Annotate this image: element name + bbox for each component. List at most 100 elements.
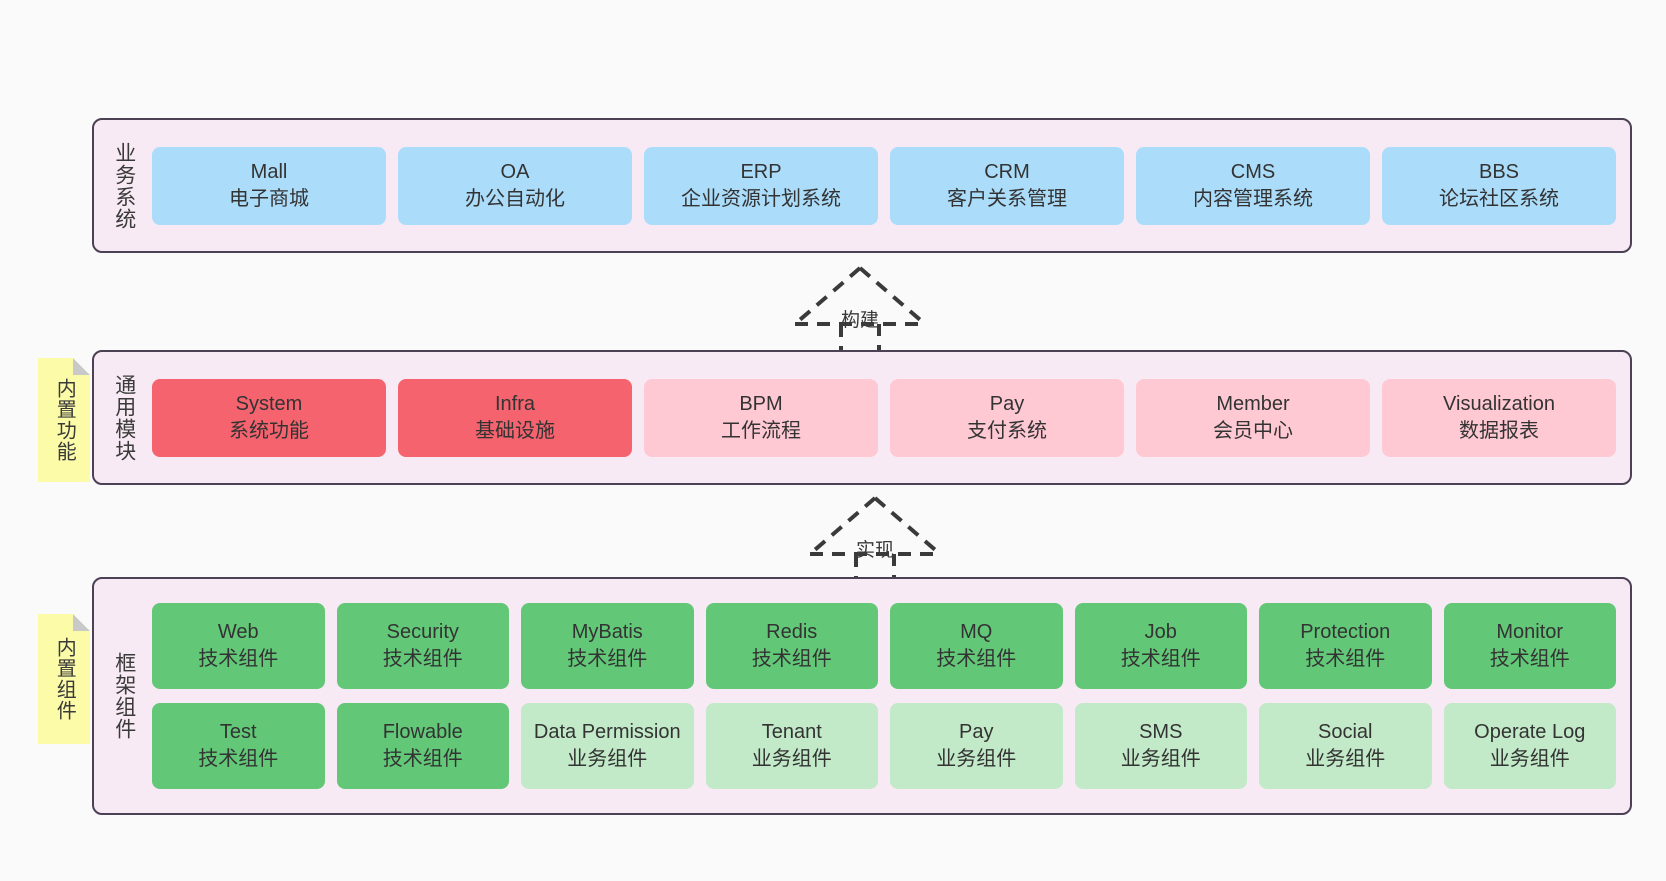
- card-row: Web 技术组件 Security 技术组件 MyBatis 技术组件 Redi…: [152, 603, 1616, 689]
- card-subtitle: 技术组件: [751, 648, 832, 670]
- card-subtitle: 业务组件: [936, 748, 1017, 770]
- card-mall[interactable]: Mall 电子商城: [152, 146, 386, 225]
- card-title: Job: [1144, 621, 1177, 644]
- connector-build-label: 构建: [840, 310, 879, 331]
- card-tenant[interactable]: Tenant 业务组件: [705, 703, 878, 789]
- card-subtitle: 会员中心: [1213, 419, 1293, 442]
- card-mybatis[interactable]: MyBatis 技术组件: [521, 603, 694, 689]
- card-social[interactable]: Social 业务组件: [1259, 703, 1432, 789]
- card-sms[interactable]: SMS 业务组件: [1074, 703, 1247, 789]
- layer-framework-components: 框架组件 Web 技术组件 Security 技术组件 MyBatis 技术组件: [92, 577, 1632, 815]
- card-data-permission[interactable]: Data Permission 业务组件: [521, 703, 694, 789]
- card-title: Data Permission: [533, 721, 681, 744]
- layer-business-systems: 业务系统 Mall 电子商城 OA 办公自动化 ERP 企业资源计划系统 CRM…: [92, 118, 1632, 253]
- card-member[interactable]: Member 会员中心: [1136, 378, 1370, 457]
- card-subtitle: 客户关系管理: [947, 187, 1067, 210]
- card-subtitle: 技术组件: [382, 748, 463, 770]
- card-web[interactable]: Web 技术组件: [152, 603, 325, 689]
- card-subtitle: 技术组件: [198, 748, 279, 770]
- card-subtitle: 技术组件: [382, 648, 463, 670]
- card-subtitle: 企业资源计划系统: [681, 187, 841, 210]
- connector-implement: 实现: [800, 492, 950, 588]
- connector-build: 构建: [785, 262, 935, 358]
- card-visualization[interactable]: Visualization 数据报表: [1382, 378, 1616, 457]
- card-title: System: [235, 392, 303, 415]
- note-builtin-features: 内置功能: [38, 358, 90, 482]
- card-subtitle: 技术组件: [1120, 648, 1201, 670]
- card-rows-wrapper: Web 技术组件 Security 技术组件 MyBatis 技术组件 Redi…: [152, 603, 1616, 789]
- layer-body-framework-components: Web 技术组件 Security 技术组件 MyBatis 技术组件 Redi…: [144, 579, 1630, 813]
- card-subtitle: 基础设施: [475, 419, 555, 442]
- card-test[interactable]: Test 技术组件: [152, 703, 325, 789]
- connector-implement-label: 实现: [855, 540, 894, 561]
- card-subtitle: 技术组件: [198, 648, 279, 670]
- card-protection[interactable]: Protection 技术组件: [1259, 603, 1432, 689]
- card-title: BPM: [739, 392, 783, 415]
- card-mq[interactable]: MQ 技术组件: [890, 603, 1063, 689]
- card-monitor[interactable]: Monitor 技术组件: [1443, 603, 1616, 689]
- card-title: CRM: [984, 160, 1030, 183]
- card-security[interactable]: Security 技术组件: [336, 603, 509, 689]
- card-bbs[interactable]: BBS 论坛社区系统: [1382, 146, 1616, 225]
- card-title: Redis: [766, 621, 818, 644]
- card-title: OA: [500, 160, 530, 183]
- card-subtitle: 支付系统: [967, 419, 1047, 442]
- layer-title-framework-components: 框架组件: [112, 652, 136, 740]
- note-builtin-components: 内置组件: [38, 614, 90, 744]
- card-pay-component[interactable]: Pay 业务组件: [890, 703, 1063, 789]
- card-job[interactable]: Job 技术组件: [1074, 603, 1247, 689]
- card-title: Monitor: [1496, 621, 1564, 644]
- layer-title-business-systems: 业务系统: [112, 141, 136, 230]
- card-subtitle: 业务组件: [1120, 748, 1201, 770]
- layer-body-common-modules: System 系统功能 Infra 基础设施 BPM 工作流程 Pay 支付系统…: [144, 352, 1630, 483]
- card-subtitle: 技术组件: [567, 648, 648, 670]
- card-erp[interactable]: ERP 企业资源计划系统: [644, 146, 878, 225]
- card-subtitle: 论坛社区系统: [1439, 187, 1559, 210]
- card-bpm[interactable]: BPM 工作流程: [644, 378, 878, 457]
- card-title: Visualization: [1443, 392, 1555, 415]
- card-title: Infra: [494, 392, 536, 415]
- card-subtitle: 业务组件: [751, 748, 832, 770]
- card-flowable[interactable]: Flowable 技术组件: [336, 703, 509, 789]
- card-title: Test: [219, 721, 257, 744]
- card-system[interactable]: System 系统功能: [152, 378, 386, 457]
- card-subtitle: 电子商城: [229, 187, 309, 210]
- card-subtitle: 工作流程: [721, 419, 801, 442]
- note-label: 内置组件: [53, 637, 76, 721]
- card-redis[interactable]: Redis 技术组件: [705, 603, 878, 689]
- card-title: Security: [386, 621, 459, 644]
- card-crm[interactable]: CRM 客户关系管理: [890, 146, 1124, 225]
- card-subtitle: 技术组件: [936, 648, 1017, 670]
- card-title: Pay: [989, 392, 1025, 415]
- card-subtitle: 技术组件: [1305, 648, 1386, 670]
- layer-body-business-systems: Mall 电子商城 OA 办公自动化 ERP 企业资源计划系统 CRM 客户关系…: [144, 120, 1630, 251]
- card-operate-log[interactable]: Operate Log 业务组件: [1443, 703, 1616, 789]
- card-title: Web: [217, 621, 259, 644]
- card-title: MyBatis: [571, 621, 643, 644]
- note-fold-corner-icon: [73, 614, 90, 631]
- card-infra[interactable]: Infra 基础设施: [398, 378, 632, 457]
- card-subtitle: 内容管理系统: [1193, 187, 1313, 210]
- note-label: 内置功能: [53, 378, 76, 462]
- card-row: System 系统功能 Infra 基础设施 BPM 工作流程 Pay 支付系统…: [152, 378, 1616, 457]
- layer-common-modules: 通用模块 System 系统功能 Infra 基础设施 BPM 工作流程 Pay…: [92, 350, 1632, 485]
- card-row: Test 技术组件 Flowable 技术组件 Data Permission …: [152, 703, 1616, 789]
- card-row: Mall 电子商城 OA 办公自动化 ERP 企业资源计划系统 CRM 客户关系…: [152, 146, 1616, 225]
- card-title: BBS: [1478, 160, 1520, 183]
- card-title: MQ: [960, 621, 993, 644]
- card-cms[interactable]: CMS 内容管理系统: [1136, 146, 1370, 225]
- layer-title-common-modules: 通用模块: [112, 373, 136, 462]
- card-title: Member: [1216, 392, 1290, 415]
- card-title: Pay: [959, 721, 994, 744]
- card-subtitle: 业务组件: [1489, 748, 1570, 770]
- card-subtitle: 数据报表: [1459, 419, 1539, 442]
- card-pay-module[interactable]: Pay 支付系统: [890, 378, 1124, 457]
- card-subtitle: 技术组件: [1489, 648, 1570, 670]
- card-subtitle: 办公自动化: [465, 187, 565, 210]
- card-title: Protection: [1300, 621, 1391, 644]
- card-title: Tenant: [761, 721, 822, 744]
- card-oa[interactable]: OA 办公自动化: [398, 146, 632, 225]
- card-title: Mall: [250, 160, 288, 183]
- note-fold-corner-icon: [73, 358, 90, 375]
